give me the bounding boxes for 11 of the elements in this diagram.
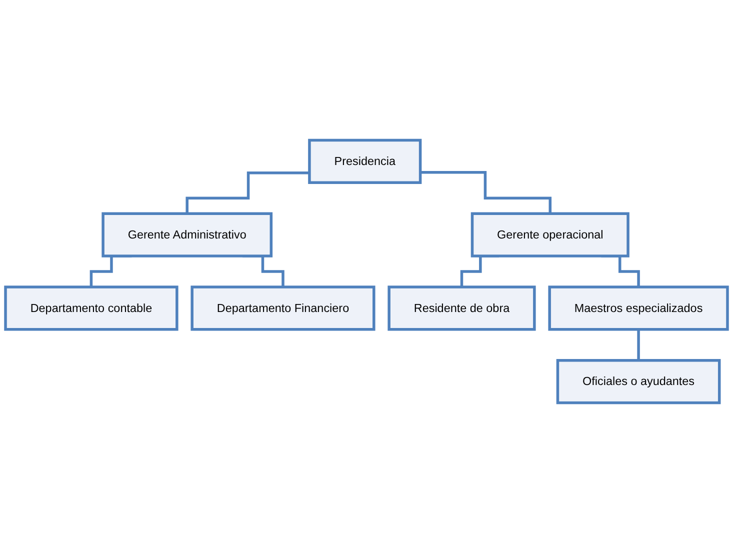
node-box: Departamento contable [4, 286, 178, 331]
node-box: Oficiales o ayudantes [556, 359, 721, 404]
node-box: Departamento Financiero [190, 286, 376, 331]
node-box: Gerente operacional [470, 212, 630, 258]
connector [186, 171, 310, 215]
connector [637, 328, 640, 362]
node-box: Gerente Administrativo [102, 212, 273, 258]
node-box: Maestros especializados [548, 286, 729, 331]
node-box: Presidencia [308, 138, 422, 184]
connector [420, 171, 552, 215]
node-box: Residente de obra [388, 286, 536, 331]
